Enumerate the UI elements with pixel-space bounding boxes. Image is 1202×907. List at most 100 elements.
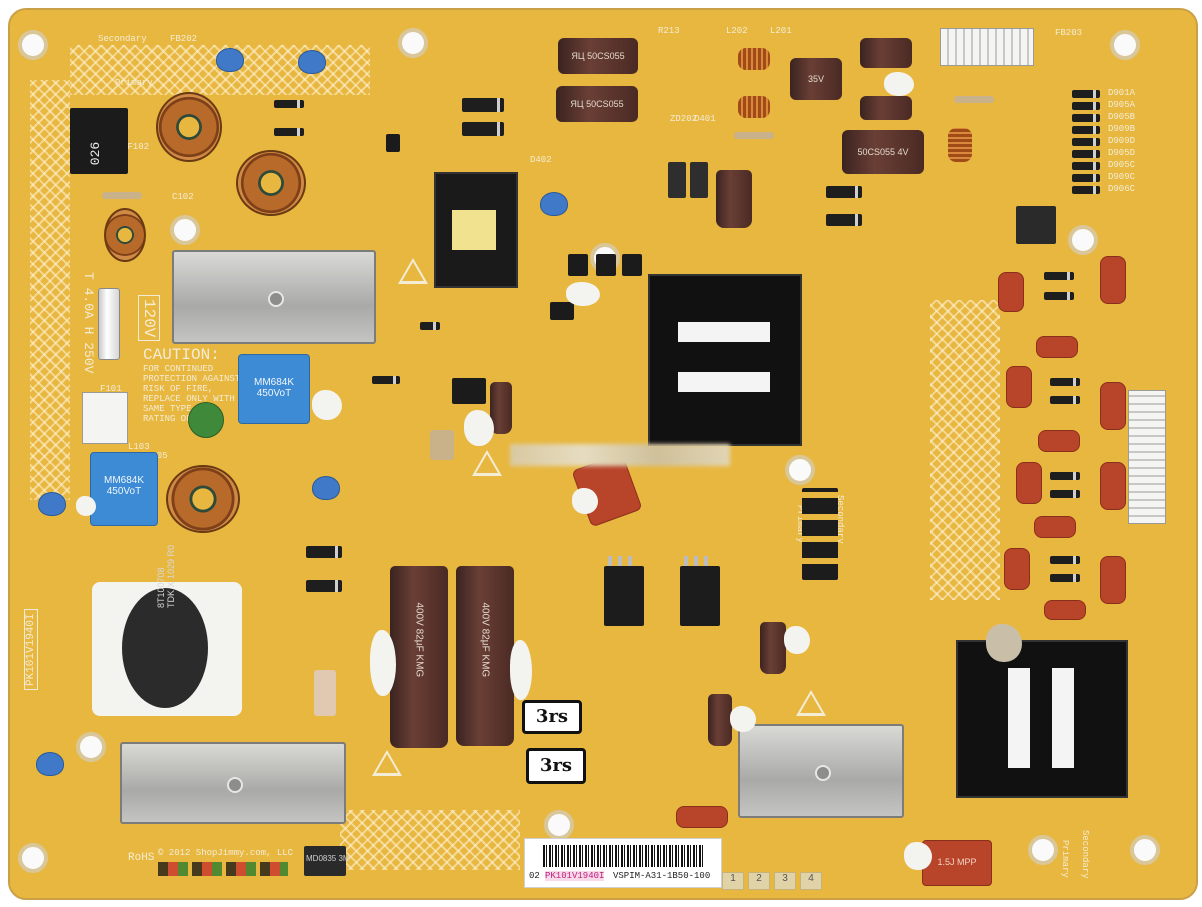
mounting-hole xyxy=(18,843,48,873)
electrolytic-capacitor xyxy=(708,694,732,746)
diode-label: D906C xyxy=(1108,184,1136,194)
ceramic-capacitor xyxy=(312,476,340,500)
diode-label: D909D xyxy=(1108,136,1136,146)
blurred-region xyxy=(510,444,730,466)
red-capacitor xyxy=(1016,462,1042,504)
bulk-capacitor-2: 400V 82μF KMG xyxy=(456,566,514,746)
common-mode-choke-lf101 xyxy=(156,92,222,162)
caution-line: RISK OF FIRE, xyxy=(143,384,214,394)
mounting-hole xyxy=(398,28,428,58)
diode xyxy=(1044,272,1074,280)
designator: F101 xyxy=(100,384,122,394)
bridge-code: 026 xyxy=(88,141,104,166)
ceramic-capacitor xyxy=(38,492,66,516)
electrolytic-capacitor xyxy=(760,622,786,674)
ceramic-capacitor xyxy=(216,48,244,72)
caution-lines: FOR CONTINUED PROTECTION AGAINST RISK OF… xyxy=(143,364,240,424)
ecap-label: ЯЦ 50CS055 xyxy=(570,99,624,109)
mosfet-q101 xyxy=(604,556,644,626)
red-capacitor xyxy=(1036,336,1078,358)
transformer-window xyxy=(1052,668,1074,768)
diode xyxy=(1050,378,1080,386)
diode xyxy=(826,186,862,198)
ic xyxy=(452,378,486,404)
hazard-icon xyxy=(796,690,826,716)
hazard-icon xyxy=(398,258,428,284)
electrolytic-capacitor: 35V xyxy=(790,58,842,100)
transformer-core xyxy=(452,210,496,250)
ceramic-capacitor xyxy=(540,192,568,216)
ic xyxy=(568,254,588,276)
ecap-label: 35V xyxy=(807,74,824,84)
designator: LF102 xyxy=(122,142,150,152)
part-number: PK101V1940I xyxy=(545,871,605,881)
label-primary-right: Primary xyxy=(1060,840,1070,878)
diode xyxy=(826,214,862,226)
diode-label: D909B xyxy=(1108,124,1136,134)
electrolytic-capacitor xyxy=(860,38,912,68)
color-check-marks xyxy=(158,862,288,876)
red-capacitor xyxy=(1034,516,1076,538)
red-capacitor xyxy=(1044,600,1086,620)
number-box: 3 xyxy=(774,872,796,890)
hatch-zone-right xyxy=(930,300,1000,600)
electrolytic-capacitor xyxy=(716,170,752,228)
ic xyxy=(596,254,616,276)
inductor-l103 xyxy=(104,208,146,262)
voltage-label: 120V xyxy=(138,295,160,342)
connector-right[interactable] xyxy=(1128,390,1166,524)
resistor xyxy=(102,192,142,199)
designator: C102 xyxy=(172,192,194,202)
heatsink-hs601 xyxy=(120,742,346,824)
electrolytic-capacitor: ЯЦ 50CS055 xyxy=(558,38,638,74)
electrolytic-capacitor xyxy=(860,96,912,120)
transformer-window xyxy=(678,322,770,342)
heatsink-hs701 xyxy=(738,724,904,818)
ic-bottom-label: MD0835 3M xyxy=(306,854,350,863)
designator: FB203 xyxy=(1055,28,1083,38)
barcode xyxy=(543,845,703,867)
stamp-text: 3rs xyxy=(535,706,569,727)
connector-p801[interactable] xyxy=(82,392,128,444)
transformer-standby xyxy=(434,172,518,288)
part-code-vertical: PK101V1940I xyxy=(24,609,38,690)
mounting-hole xyxy=(170,215,200,245)
ic xyxy=(622,254,642,276)
pcb-board: Secondary Primary CAUTION: FOR CONTINUED… xyxy=(8,8,1198,900)
mpp-label: 1.5J MPP xyxy=(937,857,977,867)
connector-top-right[interactable] xyxy=(940,28,1034,66)
stamp-text: 3rs xyxy=(539,755,573,776)
ic xyxy=(668,162,686,198)
ceramic-capacitor xyxy=(36,752,64,776)
red-capacitor xyxy=(1100,462,1126,510)
red-capacitor xyxy=(1100,256,1126,304)
ic xyxy=(550,302,574,320)
glue-blob xyxy=(784,626,810,654)
electrolytic-capacitor: 50CS055 4V xyxy=(842,130,924,174)
caution-title: CAUTION: xyxy=(143,346,220,364)
bridge-rectifier: 026 xyxy=(70,108,128,174)
ecap-label: 50CS055 4V xyxy=(857,147,909,157)
diode xyxy=(1072,90,1100,98)
diode-label-column: D901A D905A D905B D909B D909D D905D D905… xyxy=(1108,88,1135,196)
red-capacitor xyxy=(1100,556,1126,604)
glue-blob xyxy=(986,624,1022,662)
fuse-rating: T 4.0A H 250V xyxy=(81,272,96,374)
ic-array xyxy=(802,488,838,580)
hazard-icon xyxy=(472,450,502,476)
diode xyxy=(1072,138,1100,146)
inspection-stamp: 3rs xyxy=(522,700,582,734)
mounting-hole xyxy=(18,30,48,60)
diode xyxy=(372,376,400,384)
red-capacitor xyxy=(676,806,728,828)
diode xyxy=(1050,396,1080,404)
transformer-window xyxy=(678,372,770,392)
pfc-choke: 8T100708 TDK X 1029 R0 xyxy=(92,545,242,716)
diode xyxy=(1072,186,1100,194)
glue-blob xyxy=(76,496,96,516)
mounting-hole xyxy=(1068,225,1098,255)
caution-line: RATING OF FUSE xyxy=(143,414,219,424)
mounting-hole xyxy=(1130,835,1160,865)
diode-label: D909C xyxy=(1108,172,1136,182)
